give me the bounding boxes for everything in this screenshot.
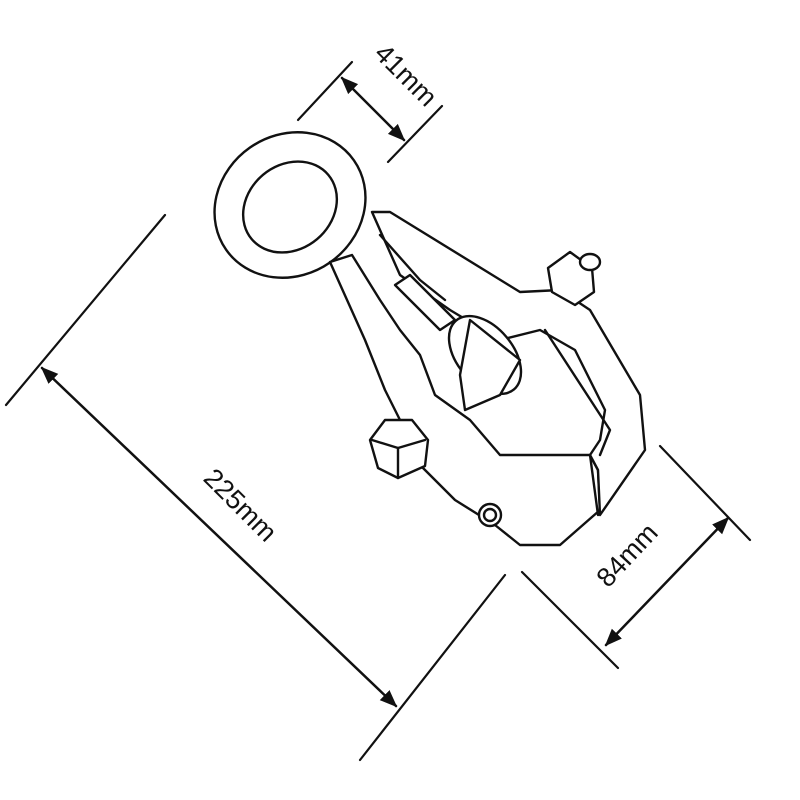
jaw-edge [378,233,447,302]
extension-line [296,60,354,122]
extension-line [386,104,444,164]
extension-line [4,213,167,407]
dimension-41mm [296,60,444,164]
dimension-84mm [520,444,752,670]
top-bolt [546,250,602,307]
clamp [213,131,647,547]
extension-line [520,570,620,670]
dimension-arrow [340,76,406,142]
wedge-block [458,318,522,412]
extension-line [658,444,752,542]
dimension-arrow [604,516,730,647]
jaw-inner-edge [543,328,612,457]
dimension-arrow [40,366,398,708]
pivot-pin-inner [482,507,498,523]
pull-ring-hole [241,160,339,254]
pivot-pin [477,502,503,528]
jaw-seam [588,453,600,517]
extension-line [358,573,507,762]
side-bolt [368,418,430,480]
dimension-225mm [4,213,507,762]
